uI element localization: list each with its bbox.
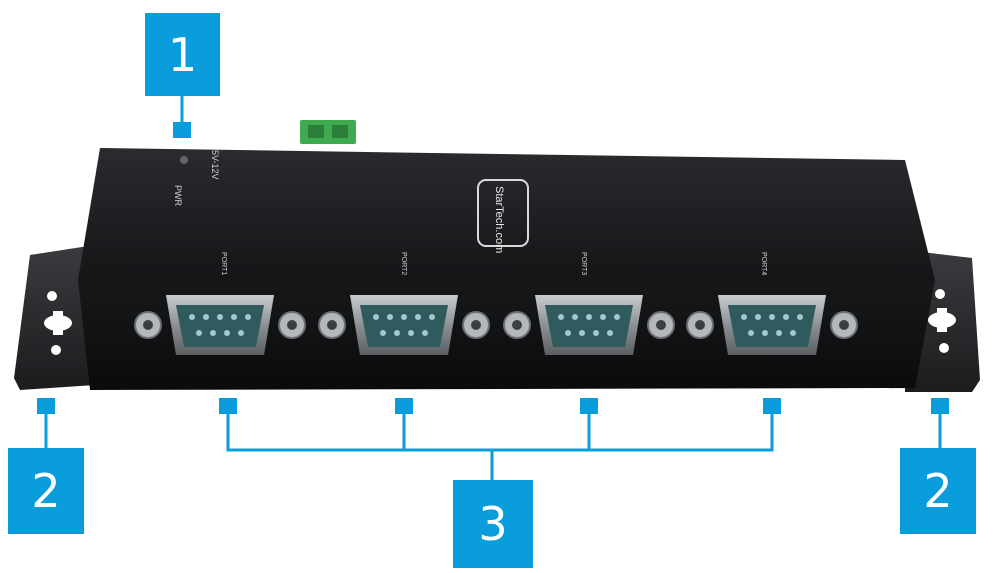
callout-2-left: 2 — [8, 448, 84, 534]
db9-port-3 — [503, 295, 675, 355]
db9-insulator-4 — [728, 305, 816, 347]
marker-2-left — [37, 398, 55, 414]
led-indicator — [180, 156, 188, 164]
db9-pin — [415, 314, 421, 320]
db9-pin — [776, 330, 782, 336]
leader-bracket-3 — [226, 412, 774, 452]
db9-pin — [245, 314, 251, 320]
jack-screw-hole — [839, 320, 849, 330]
panel-label-voltage: 5V-12V — [210, 150, 220, 180]
db9-port-2 — [318, 295, 490, 355]
brand-logo-text: StarTech.com — [493, 186, 505, 253]
panel-label-port2: PORT2 — [400, 252, 407, 275]
marker-1 — [173, 122, 191, 138]
jack-screw-hole — [327, 320, 337, 330]
db9-pin — [600, 314, 606, 320]
mounting-flange-left — [14, 245, 95, 390]
db9-pin — [593, 330, 599, 336]
power-terminal-block — [300, 120, 356, 144]
panel-label-port4: PORT4 — [760, 252, 767, 275]
db9-pin — [387, 314, 393, 320]
db9-pin — [203, 314, 209, 320]
callout-markers — [37, 122, 949, 414]
jack-screw-hole — [287, 320, 297, 330]
db9-pin — [572, 314, 578, 320]
jack-screw-hole — [656, 320, 666, 330]
db9-pin — [422, 330, 428, 336]
db9-pin — [196, 330, 202, 336]
db9-insulator-1 — [176, 305, 264, 347]
db9-pin — [614, 314, 620, 320]
db9-pin — [217, 314, 223, 320]
db9-insulator-2 — [360, 305, 448, 347]
db9-pin — [401, 314, 407, 320]
jack-screw-hole — [471, 320, 481, 330]
jack-screw-hole — [143, 320, 153, 330]
jack-screw-hole — [695, 320, 705, 330]
callout-2-right: 2 — [900, 448, 976, 534]
marker-2-right — [931, 398, 949, 414]
callout-1: 1 — [145, 13, 220, 96]
db9-pin — [769, 314, 775, 320]
db9-pin — [231, 314, 237, 320]
db9-pin — [755, 314, 761, 320]
db9-pin — [408, 330, 414, 336]
enclosure-top — [78, 148, 935, 280]
db9-pin — [224, 330, 230, 336]
db9-pin — [741, 314, 747, 320]
db9-pin — [790, 330, 796, 336]
db9-pin — [238, 330, 244, 336]
db9-pin — [748, 330, 754, 336]
db9-pin — [607, 330, 613, 336]
db9-port-1 — [134, 295, 306, 355]
db9-pin — [762, 330, 768, 336]
marker-port2 — [395, 398, 413, 414]
db9-pin — [797, 314, 803, 320]
db9-pin — [783, 314, 789, 320]
panel-label-port1: PORT1 — [220, 252, 227, 275]
marker-port3 — [580, 398, 598, 414]
panel-markings: PWR 5V-12V PORT1 PORT2 PORT3 PORT4 — [173, 150, 767, 275]
db9-insulator-3 — [545, 305, 633, 347]
callout-3: 3 — [453, 480, 533, 568]
db9-pin — [565, 330, 571, 336]
db9-connector-group — [134, 295, 858, 355]
marker-port1 — [219, 398, 237, 414]
panel-label-pwr: PWR — [173, 185, 183, 206]
db9-pin — [579, 330, 585, 336]
marker-port4 — [763, 398, 781, 414]
db9-pin — [373, 314, 379, 320]
db9-pin — [189, 314, 195, 320]
db9-pin — [429, 314, 435, 320]
db9-pin — [380, 330, 386, 336]
panel-label-port3: PORT3 — [580, 252, 587, 275]
db9-pin — [394, 330, 400, 336]
db9-port-4 — [686, 295, 858, 355]
db9-pin — [586, 314, 592, 320]
brand-logo: StarTech.com — [477, 179, 529, 253]
db9-pin — [558, 314, 564, 320]
db9-pin — [210, 330, 216, 336]
jack-screw-hole — [512, 320, 522, 330]
callout-leaders — [44, 96, 942, 480]
